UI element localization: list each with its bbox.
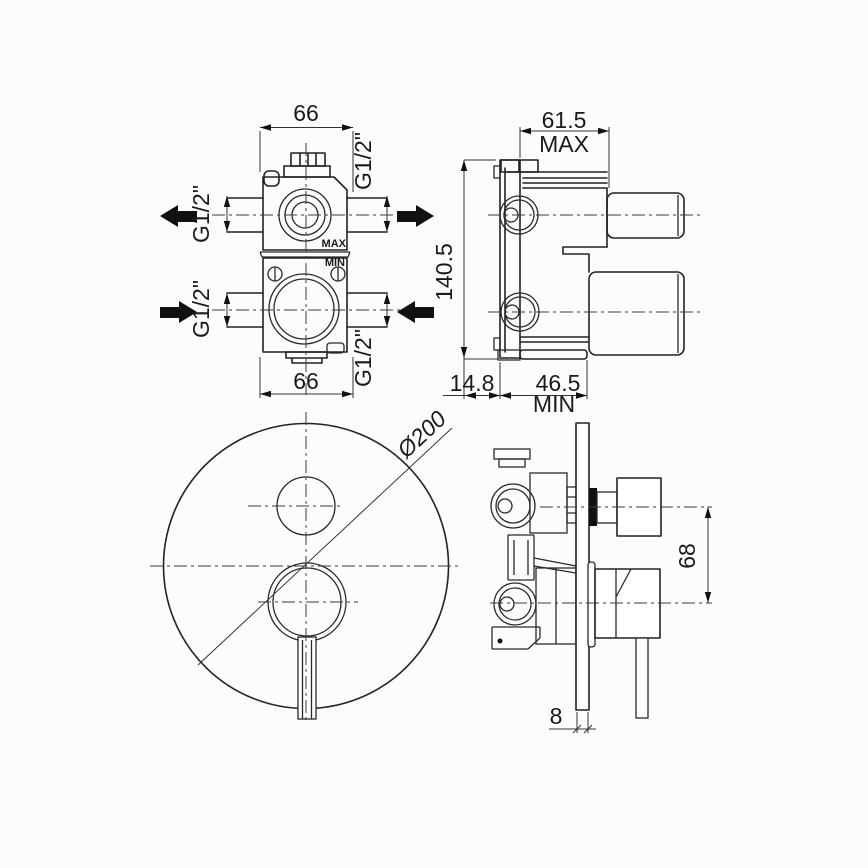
- side-cap: [500, 159, 539, 173]
- extension-lines-side-valve: [463, 127, 610, 399]
- view-front-trim-plate: Ø200: [150, 405, 462, 724]
- dim-center-distance: 68: [674, 543, 700, 569]
- flow-arrow-out-left-icon: [160, 205, 197, 227]
- slab-clip-bottom: [493, 337, 501, 351]
- dim-plate-thickness: 8: [550, 703, 563, 729]
- thread-label-bottom-right: G1/2": [350, 329, 376, 387]
- view-front-rough-valve: 66 66 G1/2" G1/2" G1/2" G1/2" MAX MIN: [160, 100, 434, 398]
- dim-plate-thickness-lines: [549, 712, 596, 734]
- view-side-rough-valve: 61.5 MAX 140.5 14.8 46.5 MIN: [431, 107, 700, 417]
- arrowhead: [383, 221, 391, 232]
- dim-depth-min: 46.5: [536, 370, 581, 396]
- upper-union-outer: [490, 483, 536, 529]
- rough-body-side: [490, 448, 578, 650]
- bottom-flange: [519, 336, 590, 343]
- thread-label-top-left: G1/2": [188, 185, 214, 243]
- arrowhead: [460, 160, 468, 171]
- upper-union-inner: [495, 488, 531, 524]
- valve-upper-body: [262, 176, 348, 251]
- arrowhead: [383, 293, 391, 304]
- arrowhead: [260, 124, 271, 131]
- label-min: MIN: [533, 391, 575, 417]
- dim-height: 140.5: [431, 243, 457, 301]
- arrowhead: [342, 390, 353, 398]
- lower-outlet-cylinder: [588, 271, 685, 356]
- thread-label-bottom-left: G1/2": [188, 280, 214, 338]
- dim-wall-offset: 14.8: [450, 370, 495, 396]
- stamp-max: MAX: [322, 238, 347, 250]
- mid-strut: [533, 557, 577, 574]
- body-foot-dot: [497, 638, 503, 644]
- arrowhead: [598, 127, 609, 135]
- arrowhead: [576, 392, 587, 399]
- dim-arrowheads-side-valve: [460, 127, 609, 399]
- dim-lines-front-valve: [226, 127, 388, 395]
- handle-lever-inner-lines: [301, 640, 313, 719]
- bottom-tab: [519, 349, 588, 360]
- centerlines-trim-plate: [150, 412, 462, 724]
- arrowhead: [460, 347, 468, 358]
- centerlines-front-valve: [212, 143, 400, 395]
- extension-lines-front-valve: [259, 131, 354, 398]
- arrowhead: [383, 316, 391, 327]
- view-side-trim: 68 8: [490, 422, 712, 734]
- screw-ear-slots: [274, 267, 339, 281]
- arrowhead: [223, 221, 231, 232]
- dim-depth-max: 61.5: [542, 107, 587, 133]
- arrowhead: [489, 392, 500, 399]
- label-max: MAX: [539, 131, 589, 157]
- arrowhead: [223, 196, 231, 207]
- valve-cap-top: [290, 152, 326, 167]
- arrowhead: [520, 127, 531, 135]
- centerlines-side-trim: [490, 506, 712, 604]
- thread-label-top-right: G1/2": [350, 132, 376, 190]
- arrowhead: [223, 293, 231, 304]
- body-top-nut: [493, 448, 531, 460]
- handle-lever-side: [635, 637, 649, 719]
- centerlines-side-valve: [488, 214, 700, 313]
- valve-top-lug: [263, 170, 280, 187]
- lower-union-inner: [498, 587, 532, 621]
- arrowhead: [704, 507, 712, 518]
- dim-width-top: 66: [293, 100, 319, 126]
- dim-width-bottom: 66: [293, 368, 319, 394]
- bottom-foot: [497, 349, 521, 361]
- upper-chamber: [529, 472, 568, 534]
- pipe-stubs: [226, 197, 388, 328]
- valve-mid-flange: [259, 251, 351, 258]
- dim-plate-diameter: Ø200: [391, 405, 451, 463]
- lower-port-ring-inner: [273, 278, 335, 340]
- arrowhead: [223, 316, 231, 327]
- valve-cap-base: [283, 165, 331, 178]
- arrowhead: [465, 392, 476, 399]
- lower-union-boss: [499, 596, 515, 612]
- dim-lines-side-valve: [443, 130, 609, 396]
- handle-collar: [587, 561, 596, 648]
- stamp-min: MIN: [325, 257, 345, 269]
- ribbed-section: [506, 171, 608, 248]
- wall-plate-side: [575, 422, 590, 711]
- flow-arrow-in-left-icon: [160, 301, 197, 323]
- lower-port-ring-outer: [268, 273, 340, 345]
- diameter-leader-line: [197, 427, 453, 666]
- body-foot: [491, 626, 541, 650]
- valve-lower-body: [262, 257, 348, 353]
- flow-arrow-out-right-icon: [397, 205, 434, 227]
- arrowhead: [704, 592, 712, 603]
- valve-bottom-cap: [285, 351, 328, 364]
- arrowhead: [342, 124, 353, 131]
- body-top-nut-step: [498, 458, 526, 468]
- arrowhead: [260, 390, 271, 398]
- handle-lever-front: [297, 636, 317, 720]
- mid-column: [507, 534, 535, 581]
- dim-arrowheads-front-valve: [223, 124, 391, 398]
- valve-bottom-tab: [326, 342, 345, 354]
- body-step-profile: [562, 246, 608, 273]
- arrowhead: [383, 196, 391, 207]
- slab-clip-top: [493, 165, 501, 179]
- upper-union-boss: [497, 498, 513, 514]
- arrowhead: [500, 392, 511, 399]
- flow-arrow-in-right-icon: [397, 301, 434, 323]
